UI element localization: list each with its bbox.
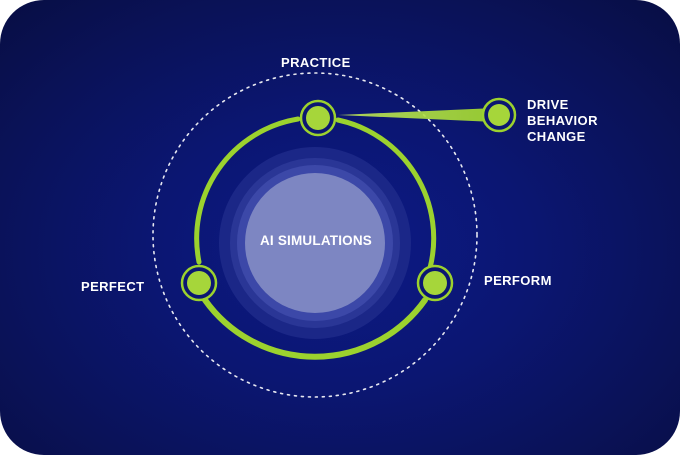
center-circle	[245, 173, 385, 313]
outcome-label-line-2: BEHAVIOR	[527, 113, 598, 128]
outer-dotted-ring	[152, 72, 478, 398]
arc-perform-to-perfect	[202, 297, 428, 360]
node-practice	[299, 99, 337, 137]
node-perform	[416, 264, 454, 302]
center-label: AI SIMULATIONS	[259, 233, 373, 248]
outcome-label: DRIVE BEHAVIOR CHANGE	[527, 97, 598, 145]
outcome-label-line-3: CHANGE	[527, 129, 586, 144]
node-perfect	[180, 264, 218, 302]
arc-perfect-to-practice	[194, 116, 301, 265]
outcome-label-line-1: DRIVE	[527, 97, 569, 112]
arc-practice-to-perform	[335, 117, 437, 271]
beam-to-outcome	[338, 108, 495, 122]
stage-label-perfect: PERFECT	[81, 279, 145, 294]
stage-label-practice: PRACTICE	[281, 55, 351, 70]
stage-label-perform: PERFORM	[484, 273, 552, 288]
node-outcome	[481, 97, 517, 133]
